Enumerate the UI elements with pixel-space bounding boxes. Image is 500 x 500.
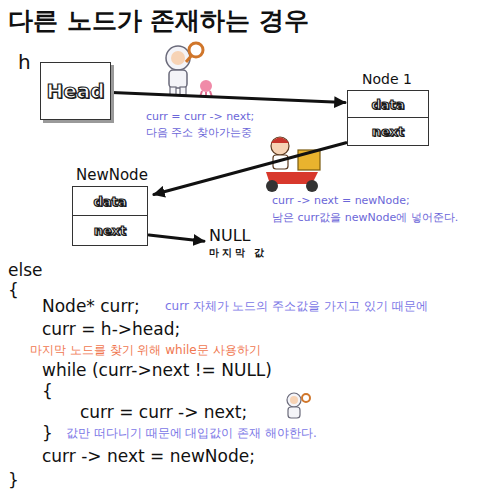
code-line: curr -> next = newNode; xyxy=(42,446,255,466)
node-label: data xyxy=(371,97,404,112)
null-terminal: NULL마지막 값 xyxy=(206,226,277,265)
new-node: NewNode data next xyxy=(70,166,152,246)
node-label: next xyxy=(94,223,127,238)
code-line: while (curr->next != NULL) xyxy=(42,360,272,380)
data-cell: data xyxy=(347,90,429,119)
diagram-title: 다른 노드가 존재하는 경우 xyxy=(8,4,309,37)
annotation: 남은 curr값을 newNode에 넣어준다. xyxy=(272,211,458,224)
node-label: Head xyxy=(46,79,104,103)
code-line: Node* curr; xyxy=(42,296,140,316)
pointer-arrow xyxy=(149,235,204,241)
list-node: Node 1 data next xyxy=(345,70,431,147)
code-line: } xyxy=(8,470,19,490)
pointer-arrow xyxy=(112,93,345,103)
node-note: 마지막 값 xyxy=(209,246,267,259)
head-box: Head xyxy=(40,62,111,120)
next-cell: next xyxy=(72,215,148,246)
annotation: curr = curr -> next; xyxy=(146,110,254,123)
pointer-arrow xyxy=(154,143,346,195)
code-line: { xyxy=(8,280,19,300)
astronaut-figure xyxy=(166,43,203,95)
node-label: data xyxy=(93,194,126,209)
code-comment: 값만 떠다니기 때문에 대입값이 존재 해야한다. xyxy=(66,426,317,440)
node-label: next xyxy=(372,124,405,139)
data-cell: data xyxy=(72,186,148,217)
node-label: Node 1 xyxy=(362,70,412,88)
code-comment: curr 자체가 노드의 주소값을 가지고 있기 때문에 xyxy=(165,299,428,313)
code-line: } xyxy=(42,423,53,443)
node-label: NULL xyxy=(209,226,251,246)
small-astronaut xyxy=(287,393,310,418)
node-label: NewNode xyxy=(76,166,148,184)
annotation: 다음 주소 찾아가는중 xyxy=(146,126,252,139)
code-line: curr = h->head; xyxy=(42,319,180,339)
code-line: { xyxy=(42,381,53,401)
annotation: curr -> next = newNode; xyxy=(272,194,410,207)
delivery-rider xyxy=(266,137,320,192)
code-line: else xyxy=(8,260,43,280)
code-line: curr = curr -> next; xyxy=(80,402,247,422)
pointer-name: h xyxy=(18,50,31,74)
next-cell: next xyxy=(347,117,429,146)
code-comment: 마지막 노드를 찾기 위해 while문 사용하기 xyxy=(30,343,261,357)
